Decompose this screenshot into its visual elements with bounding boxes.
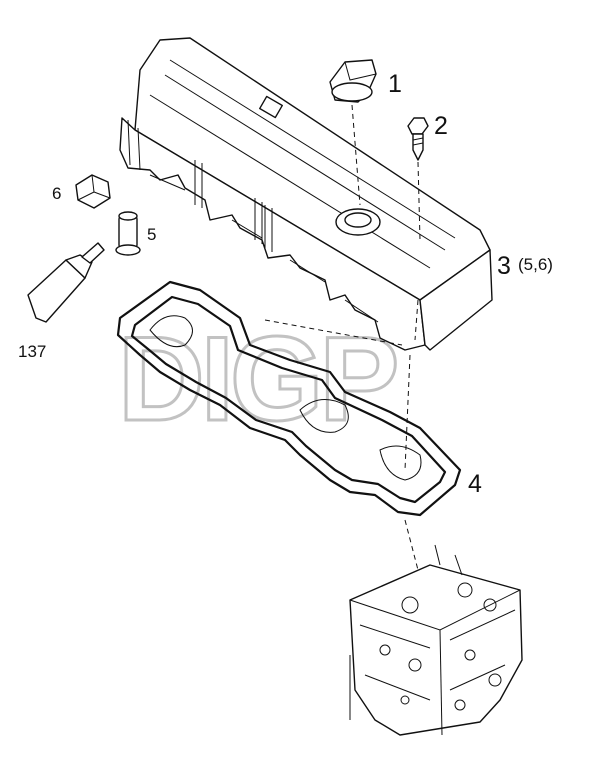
assembly-lines — [264, 104, 421, 720]
label-part-5: 5 — [147, 225, 156, 244]
oil-filler-cap — [329, 59, 377, 103]
gasket — [116, 280, 462, 517]
valve-cover — [119, 37, 493, 351]
watermark-logo: DIGP TM — [117, 310, 449, 448]
label-part-2: 2 — [434, 112, 448, 140]
label-part-4: 4 — [468, 470, 482, 498]
label-part-137: 137 — [18, 342, 46, 361]
clip-part-6 — [75, 174, 111, 209]
bolt — [407, 117, 429, 161]
label-part-1: 1 — [388, 70, 402, 98]
grommet-part-5 — [115, 211, 141, 256]
callout-labels: 1 2 3 (5,6) 4 5 6 137 — [18, 70, 553, 498]
label-part-3-sub: (5,6) — [518, 255, 553, 274]
label-part-3: 3 — [497, 252, 511, 280]
label-part-6: 6 — [52, 184, 61, 203]
cylinder-head — [349, 544, 523, 736]
sealant-tube — [27, 242, 105, 323]
svg-text:DIGP: DIGP — [118, 312, 395, 446]
